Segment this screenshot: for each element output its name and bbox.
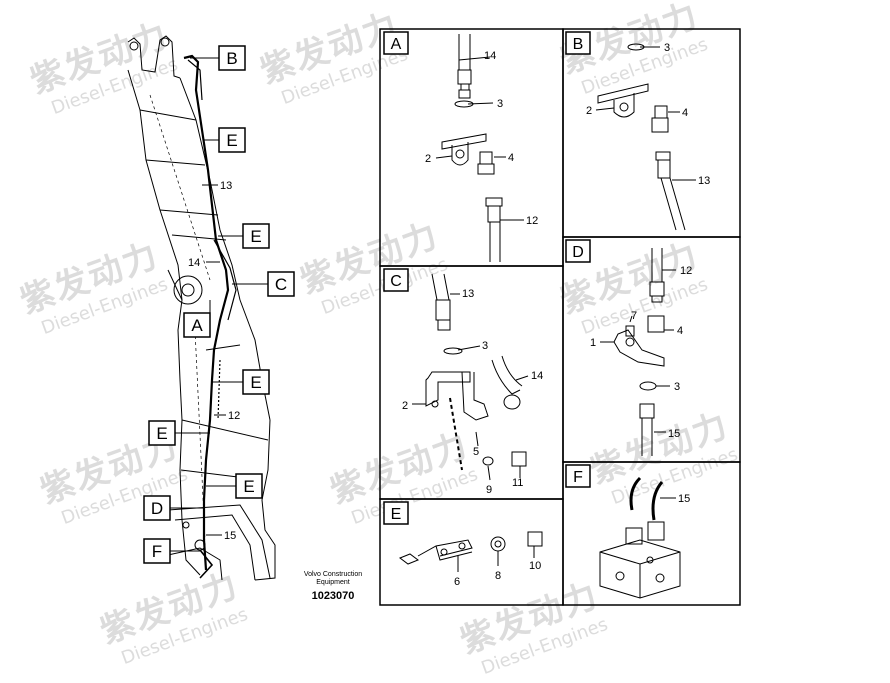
svg-text:E: E: [226, 131, 237, 150]
callout-leaders: [170, 57, 268, 552]
panel-f-detail: [599, 476, 681, 599]
svg-text:2: 2: [402, 400, 408, 412]
panel-tab-f: F: [565, 464, 591, 488]
svg-text:D: D: [572, 244, 584, 261]
svg-text:15: 15: [678, 493, 690, 505]
panel-d-labels: 12 7 4 1 3 15: [590, 265, 692, 440]
callout-d: D: [143, 495, 171, 521]
caption-line-1: Volvo Construction: [303, 571, 363, 578]
hose-routing: [183, 54, 241, 579]
svg-text:4: 4: [677, 325, 683, 337]
document-number: 1023070: [311, 590, 355, 602]
callout-a: A: [183, 312, 211, 338]
callout-boxes: B E E C A E E: [143, 45, 295, 564]
svg-text:E: E: [250, 227, 261, 246]
svg-text:E: E: [391, 506, 402, 523]
panel-e-labels: 6 8 10: [454, 560, 541, 588]
svg-text:A: A: [391, 36, 402, 53]
panel-a-frame: [379, 28, 564, 267]
svg-text:8: 8: [495, 570, 501, 582]
panel-tab-b: B: [565, 31, 591, 55]
panel-a-detail: [435, 34, 524, 262]
svg-text:15: 15: [668, 428, 680, 440]
svg-text:13: 13: [462, 288, 474, 300]
svg-text:A: A: [191, 316, 203, 335]
panel-d-detail: [600, 248, 676, 456]
svg-text:5: 5: [473, 446, 479, 458]
panel-a-labels: 14 3 2 4 12: [425, 50, 538, 227]
svg-text:4: 4: [682, 107, 688, 119]
label-12-arm: 12: [228, 410, 240, 422]
svg-text:4: 4: [508, 152, 514, 164]
svg-text:1: 1: [590, 337, 596, 349]
svg-text:2: 2: [586, 105, 592, 117]
panel-frames: [379, 28, 741, 606]
manufacturer-caption: Volvo Construction Equipment: [293, 571, 373, 587]
label-14-arm: 14: [188, 257, 200, 269]
callout-e-mid: E: [242, 369, 270, 395]
svg-text:12: 12: [680, 265, 692, 277]
svg-text:10: 10: [529, 560, 541, 572]
svg-text:C: C: [390, 273, 402, 290]
panel-tabs: A B C D E F: [383, 31, 591, 525]
callout-e-lower: E: [235, 473, 263, 499]
svg-text:E: E: [243, 477, 254, 496]
svg-text:6: 6: [454, 576, 460, 588]
svg-text:B: B: [226, 49, 237, 68]
callout-f: F: [143, 538, 171, 564]
arm-part-labels: 13 14 12 15: [188, 180, 240, 542]
svg-text:12: 12: [526, 215, 538, 227]
panel-tab-a: A: [383, 31, 409, 55]
callout-e-top: E: [218, 127, 246, 153]
panel-tab-e: E: [383, 501, 409, 525]
svg-text:F: F: [573, 469, 583, 486]
svg-text:3: 3: [664, 42, 670, 54]
svg-text:13: 13: [698, 175, 710, 187]
panel-b-frame: [562, 28, 741, 238]
panel-e-detail: [398, 531, 543, 572]
callout-c: C: [267, 271, 295, 297]
panel-tab-d: D: [565, 239, 591, 263]
svg-text:F: F: [152, 542, 162, 561]
svg-text:3: 3: [674, 381, 680, 393]
panel-f-frame: [562, 461, 741, 606]
svg-text:9: 9: [486, 484, 492, 496]
svg-text:C: C: [275, 275, 287, 294]
callout-b: B: [218, 45, 246, 71]
svg-text:E: E: [250, 373, 261, 392]
svg-text:3: 3: [497, 98, 503, 110]
panel-b-detail: [595, 43, 696, 231]
caption-line-2: Equipment: [316, 579, 350, 586]
svg-text:E: E: [156, 424, 167, 443]
label-13-arm: 13: [220, 180, 232, 192]
callout-e-upper-mid: E: [242, 223, 270, 249]
panel-c-frame: [379, 265, 564, 500]
panel-c-detail: [412, 273, 529, 481]
svg-text:7: 7: [631, 310, 637, 322]
svg-text:2: 2: [425, 153, 431, 165]
svg-text:14: 14: [484, 50, 496, 62]
svg-text:B: B: [573, 36, 584, 53]
panel-tab-c: C: [383, 268, 409, 292]
callout-e-left: E: [148, 420, 176, 446]
label-15-arm: 15: [224, 530, 236, 542]
svg-text:14: 14: [531, 370, 543, 382]
exploded-diagram: B E E C A E E: [127, 28, 741, 606]
panel-b-labels: 3 2 4 13: [586, 42, 710, 187]
panel-c-labels: 13 3 14 2 5 9 11: [402, 288, 543, 496]
svg-text:11: 11: [512, 477, 523, 489]
panel-f-labels: 15: [678, 493, 690, 505]
svg-text:D: D: [151, 499, 163, 518]
boom-arm-illustration: [127, 35, 276, 581]
svg-text:3: 3: [482, 340, 488, 352]
